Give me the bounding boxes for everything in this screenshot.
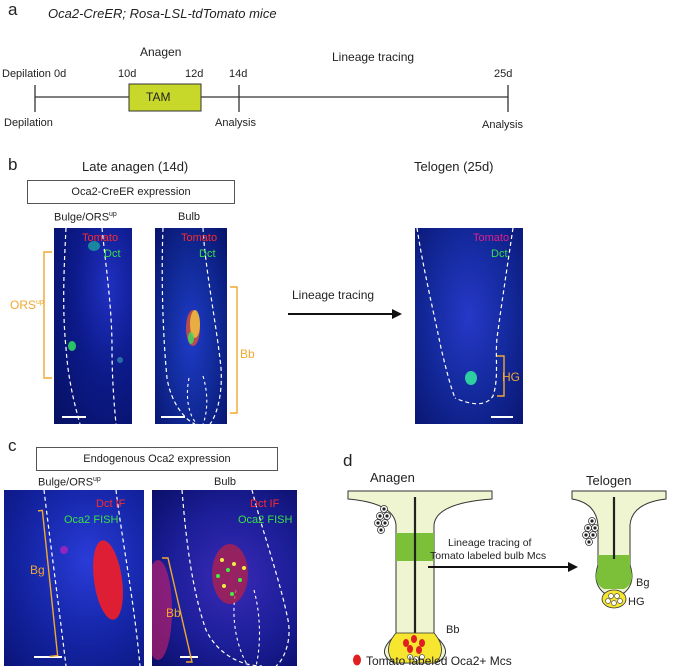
bb-label-c: Bb — [166, 606, 181, 620]
anagen-bulb-dots — [403, 635, 425, 654]
hg-bracket — [497, 355, 505, 397]
c-bulb-oca2-fish-label: Oca2 FISH — [238, 514, 293, 526]
micrograph-b-bulb: Tomato Dct — [155, 228, 227, 424]
tick-label-25d: 25d — [494, 68, 513, 80]
oca2-creer-expression-box: Oca2-CreER expression — [27, 180, 235, 204]
b-bulb-dct-label: Dct — [199, 248, 216, 260]
bb-bracket-b — [230, 286, 238, 414]
c-bulb-dct-if-label: Dct IF — [250, 498, 280, 510]
b-col1-title-sup: up — [109, 211, 117, 218]
c-col1-title-text: Bulge/ORS — [38, 476, 94, 489]
b-telogen-dct-label: Dct — [491, 248, 508, 260]
lineage-arrow — [288, 309, 402, 319]
telogen-band — [596, 555, 632, 589]
c-bulb-overlay — [152, 490, 290, 666]
b-bulge-tomato-label: Tomato — [82, 232, 119, 244]
d-hg-label: HG — [628, 596, 645, 608]
below-label-analysis-14d: Analysis — [215, 117, 256, 129]
b-bulb-tomato-label: Tomato — [181, 232, 218, 244]
tam-label: TAM — [146, 90, 171, 104]
d-bg-label: Bg — [636, 577, 650, 589]
panel-a-letter: a — [8, 0, 18, 19]
c-bulge-overlay — [43, 490, 141, 666]
panel-b-letter: b — [8, 155, 18, 174]
panel-c-letter: c — [8, 436, 17, 455]
b-bulge-dct-label: Dct — [104, 248, 121, 260]
micrograph-b-bulge: Tomato Dct — [54, 228, 132, 424]
b-bulb-overlay — [161, 228, 222, 424]
ors-label: ORSup — [10, 298, 44, 312]
endogenous-oca2-expression-text: Endogenous Oca2 expression — [83, 453, 231, 465]
anagen-bulb — [388, 632, 442, 664]
c-bulge-oca2-fish-label: Oca2 FISH — [64, 514, 119, 526]
b-bulge-overlay — [63, 228, 123, 424]
below-label-analysis-25d: Analysis — [482, 119, 523, 131]
micrograph-c-bulge: Dct IF Oca2 FISH — [4, 490, 144, 666]
scale-bar — [161, 416, 185, 418]
d-telogen-title: Telogen — [586, 473, 632, 488]
ors-label-sup: up — [36, 299, 44, 306]
late-anagen-title: Late anagen (14d) — [82, 159, 189, 174]
micrograph-c-bulb: Dct IF Oca2 FISH — [152, 490, 297, 666]
d-arrow-label-line2: Tomato labeled bulb Mcs — [430, 550, 547, 562]
ors-label-text: ORS — [10, 298, 37, 312]
hg-label-b: HG — [502, 370, 520, 384]
tick-label-14d: 14d — [229, 68, 248, 80]
c-col2-title: Bulb — [214, 476, 237, 488]
bb-label-b: Bb — [240, 347, 255, 361]
follicle-schematic — [347, 490, 667, 664]
endogenous-oca2-expression-box: Endogenous Oca2 expression — [36, 447, 278, 471]
below-label-depilation: Depilation — [4, 117, 53, 129]
bg-bracket-c — [38, 509, 59, 658]
ors-bracket — [43, 251, 52, 379]
c-bulge-dct-if-label: Dct IF — [96, 498, 126, 510]
oca2-creer-expression-text: Oca2-CreER expression — [71, 186, 191, 198]
scale-bar — [180, 656, 198, 658]
telogen-title: Telogen (25d) — [414, 159, 494, 174]
d-anagen-title: Anagen — [370, 470, 415, 485]
bg-label-c: Bg — [30, 563, 45, 577]
b-telogen-overlay — [416, 228, 514, 405]
c-col1-title-sup: up — [93, 476, 101, 483]
telogen-follicle — [571, 490, 667, 594]
tick-label-0d: Depilation 0d — [2, 68, 67, 80]
legend-dot — [353, 654, 361, 666]
micrograph-b-telogen: Tomato Dct — [415, 228, 523, 424]
lineage-arrow-label: Lineage tracing — [292, 288, 375, 302]
tick-label-12d: 12d — [185, 68, 204, 80]
b-telogen-tomato-label: Tomato — [473, 232, 510, 244]
timeline-diagram — [34, 83, 509, 112]
scale-bar — [62, 416, 86, 418]
anagen-phase-label: Anagen — [140, 45, 182, 59]
legend-label: Tomato labeled Oca2+ Mcs — [366, 654, 512, 668]
scale-bar — [34, 656, 62, 658]
b-col1-title-text: Bulge/ORS — [54, 211, 110, 224]
tick-label-10d: 10d — [118, 68, 137, 80]
d-bb-label: Bb — [446, 624, 460, 636]
scale-bar — [491, 416, 513, 418]
bb-bracket-c — [162, 557, 193, 663]
tam-bar — [128, 83, 202, 112]
panel-d-letter: d — [343, 451, 353, 470]
panel-a-title: Oca2-CreER; Rosa-LSL-tdTomato mice — [48, 6, 277, 21]
b-col1-title: Bulge/ORSup — [54, 211, 117, 224]
c-col1-title: Bulge/ORSup — [38, 476, 101, 489]
lineage-phase-label: Lineage tracing — [332, 50, 415, 64]
b-col2-title: Bulb — [178, 211, 201, 223]
d-arrow-label-line1: Lineage tracing of — [448, 537, 532, 549]
